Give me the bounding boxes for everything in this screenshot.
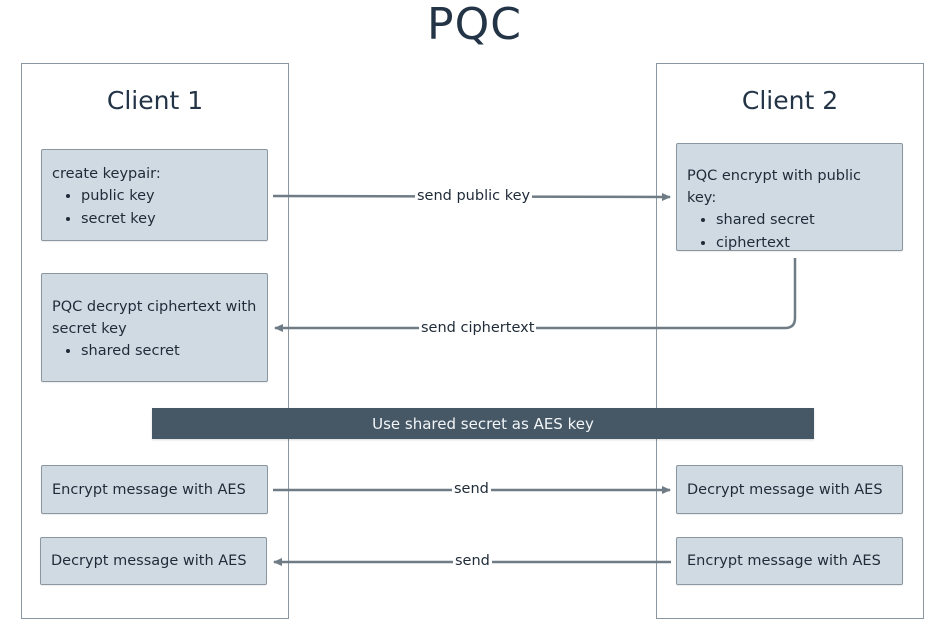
create-keypair-heading: create keypair:	[52, 166, 161, 182]
pqc-encrypt-heading: PQC encrypt with public key:	[687, 168, 862, 206]
diagram-title: PQC	[427, 0, 522, 50]
shared-secret-banner: Use shared secret as AES key	[152, 408, 814, 439]
client1-decrypt-message-box: Decrypt message with AES	[40, 537, 267, 585]
arrow-send-ciphertext	[274, 258, 797, 332]
create-keypair-list: public key secret key	[52, 185, 257, 230]
edge-label-send-public-key: send public key	[415, 187, 533, 205]
list-item: shared secret	[716, 209, 892, 232]
client1-encrypt-message-box: Encrypt message with AES	[41, 465, 268, 514]
pqc-decrypt-list: shared secret	[52, 340, 257, 363]
list-item: secret key	[81, 208, 257, 231]
list-item: shared secret	[81, 340, 257, 363]
client2-encrypt-message-box: Encrypt message with AES	[676, 537, 903, 585]
client1-encrypt-message-label: Encrypt message with AES	[52, 481, 246, 498]
client1-title: Client 1	[106, 86, 204, 115]
pqc-encrypt-list: shared secret ciphertext	[687, 209, 892, 254]
client1-decrypt-message-label: Decrypt message with AES	[51, 553, 247, 569]
edge-label-send-2: send	[453, 552, 492, 570]
create-keypair-box: create keypair: public key secret key	[41, 149, 268, 241]
client2-decrypt-message-label: Decrypt message with AES	[687, 481, 883, 498]
edge-label-send-1: send	[452, 480, 491, 498]
client2-encrypt-message-label: Encrypt message with AES	[687, 553, 881, 569]
client2-decrypt-message-box: Decrypt message with AES	[676, 465, 903, 514]
list-item: ciphertext	[716, 232, 892, 255]
list-item: public key	[81, 185, 257, 208]
pqc-decrypt-box: PQC decrypt ciphertext with secret key s…	[41, 273, 268, 382]
pqc-encrypt-box: PQC encrypt with public key: shared secr…	[676, 143, 903, 251]
edge-label-send-ciphertext: send ciphertext	[419, 319, 537, 337]
client2-title: Client 2	[741, 86, 839, 115]
pqc-decrypt-heading: PQC decrypt ciphertext with secret key	[52, 299, 257, 337]
